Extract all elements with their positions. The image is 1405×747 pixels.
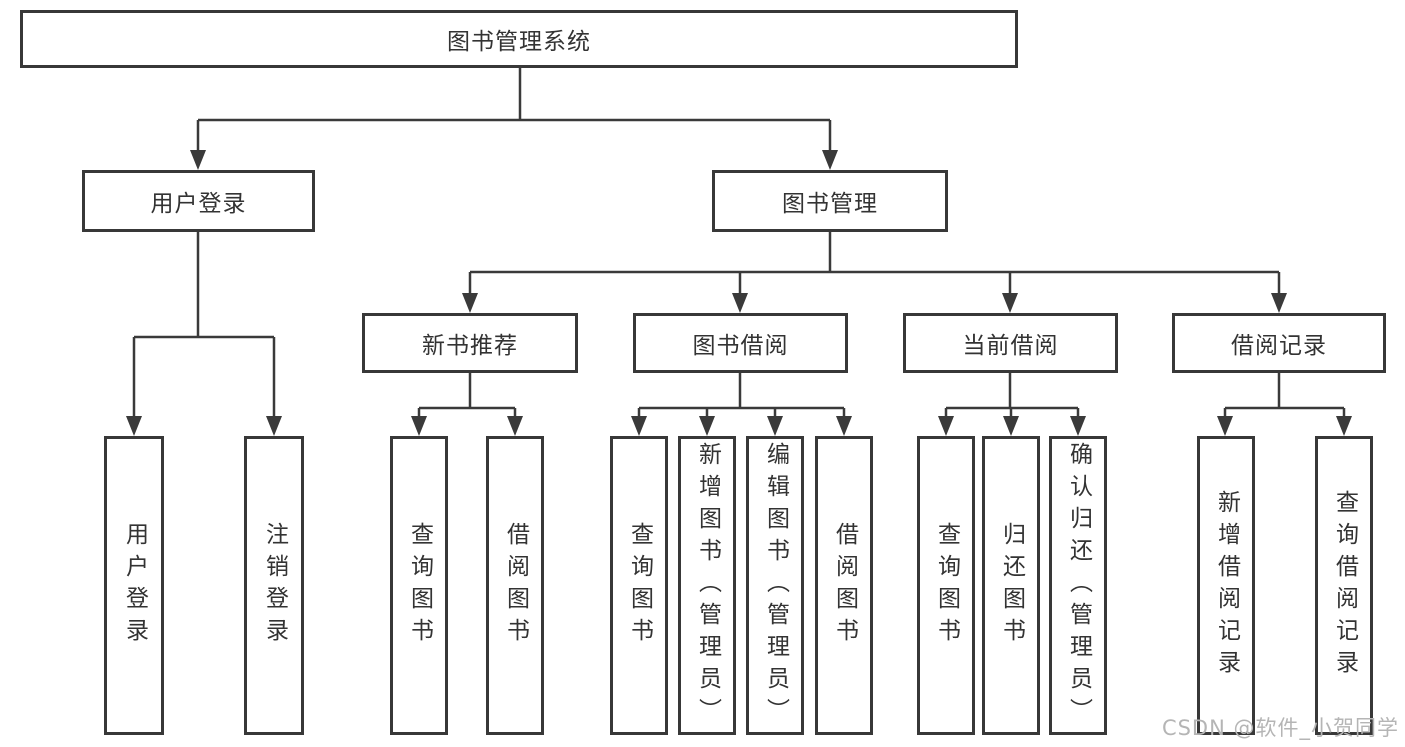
arrowhead-icon [1002, 293, 1018, 313]
connector-bookmgmt-to-level3 [468, 232, 1281, 295]
arrowhead-icon [411, 416, 427, 436]
leaf-borrow-books-borrow: 借阅图书 [815, 436, 873, 735]
arrowhead-icon [1070, 416, 1086, 436]
connector-records-to-leaves [1223, 373, 1346, 420]
watermark: CSDN @软件_小贺同学 [1161, 716, 1399, 740]
node-label: 新增借阅记录 [1213, 489, 1240, 682]
node-label: 查询图书 [933, 521, 960, 650]
connector-current-to-leaves [944, 373, 1080, 420]
arrowhead-icon [631, 416, 647, 436]
leaf-edit-book-admin: 编辑图书（管理员） [746, 436, 804, 735]
leaf-query-books-current: 查询图书 [917, 436, 975, 735]
node-book-management: 图书管理 [712, 170, 948, 232]
leaf-user-login: 用户登录 [104, 436, 164, 735]
node-label: 图书管理系统 [447, 29, 591, 55]
node-label: 确认归还（管理员） [1065, 441, 1092, 730]
arrowhead-icon [266, 416, 282, 436]
node-label: 借阅记录 [1231, 333, 1327, 359]
leaf-query-borrow-record: 查询借阅记录 [1315, 436, 1373, 735]
leaf-query-books-borrow: 查询图书 [610, 436, 668, 735]
node-label: 当前借阅 [962, 333, 1059, 359]
connector-recommend-to-leaves [417, 373, 517, 420]
connector-borrow-to-leaves [637, 373, 846, 420]
node-label: 借阅图书 [502, 521, 529, 650]
connector-userlogin-to-leaves [132, 232, 276, 418]
arrowhead-icon [938, 416, 954, 436]
arrowhead-icon [699, 416, 715, 436]
leaf-logout: 注销登录 [244, 436, 304, 735]
node-borrow-records: 借阅记录 [1172, 313, 1386, 373]
node-label: 借阅图书 [831, 521, 858, 650]
node-system-root: 图书管理系统 [20, 10, 1018, 68]
arrowhead-icon [767, 416, 783, 436]
node-label: 注销登录 [261, 521, 288, 650]
node-label: 图书管理 [782, 191, 878, 217]
node-label: 新增图书（管理员） [694, 441, 721, 730]
node-new-book-recommend: 新书推荐 [362, 313, 578, 373]
leaf-add-book-admin: 新增图书（管理员） [678, 436, 736, 735]
leaf-return-books: 归还图书 [982, 436, 1040, 735]
arrowhead-icon [1003, 416, 1019, 436]
arrowhead-icon [126, 416, 142, 436]
leaf-borrow-books-recommend: 借阅图书 [486, 436, 544, 735]
arrowhead-icon [462, 293, 478, 313]
node-book-borrow: 图书借阅 [633, 313, 848, 373]
arrowhead-icon [1271, 293, 1287, 313]
node-label: 用户登录 [150, 191, 247, 217]
arrowhead-icon [1336, 416, 1352, 436]
node-current-borrow: 当前借阅 [903, 313, 1118, 373]
node-user-login: 用户登录 [82, 170, 315, 232]
arrowhead-icon [836, 416, 852, 436]
leaf-confirm-return-admin: 确认归还（管理员） [1049, 436, 1107, 735]
arrowhead-icon [507, 416, 523, 436]
arrowheads [126, 150, 1352, 436]
arrowhead-icon [732, 293, 748, 313]
connector-root-to-level2 [196, 68, 832, 152]
node-label: 编辑图书（管理员） [762, 441, 789, 730]
node-label: 用户登录 [121, 521, 148, 650]
leaf-add-borrow-record: 新增借阅记录 [1197, 436, 1255, 735]
node-label: 查询图书 [626, 521, 653, 650]
node-label: 图书借阅 [692, 333, 789, 359]
arrowhead-icon [1217, 416, 1233, 436]
node-label: 查询图书 [406, 521, 433, 650]
leaf-query-books-recommend: 查询图书 [390, 436, 448, 735]
arrowhead-icon [190, 150, 206, 170]
node-label: 查询借阅记录 [1331, 489, 1358, 682]
node-label: 归还图书 [998, 521, 1025, 650]
node-label: 新书推荐 [422, 333, 518, 359]
arrowhead-icon [822, 150, 838, 170]
